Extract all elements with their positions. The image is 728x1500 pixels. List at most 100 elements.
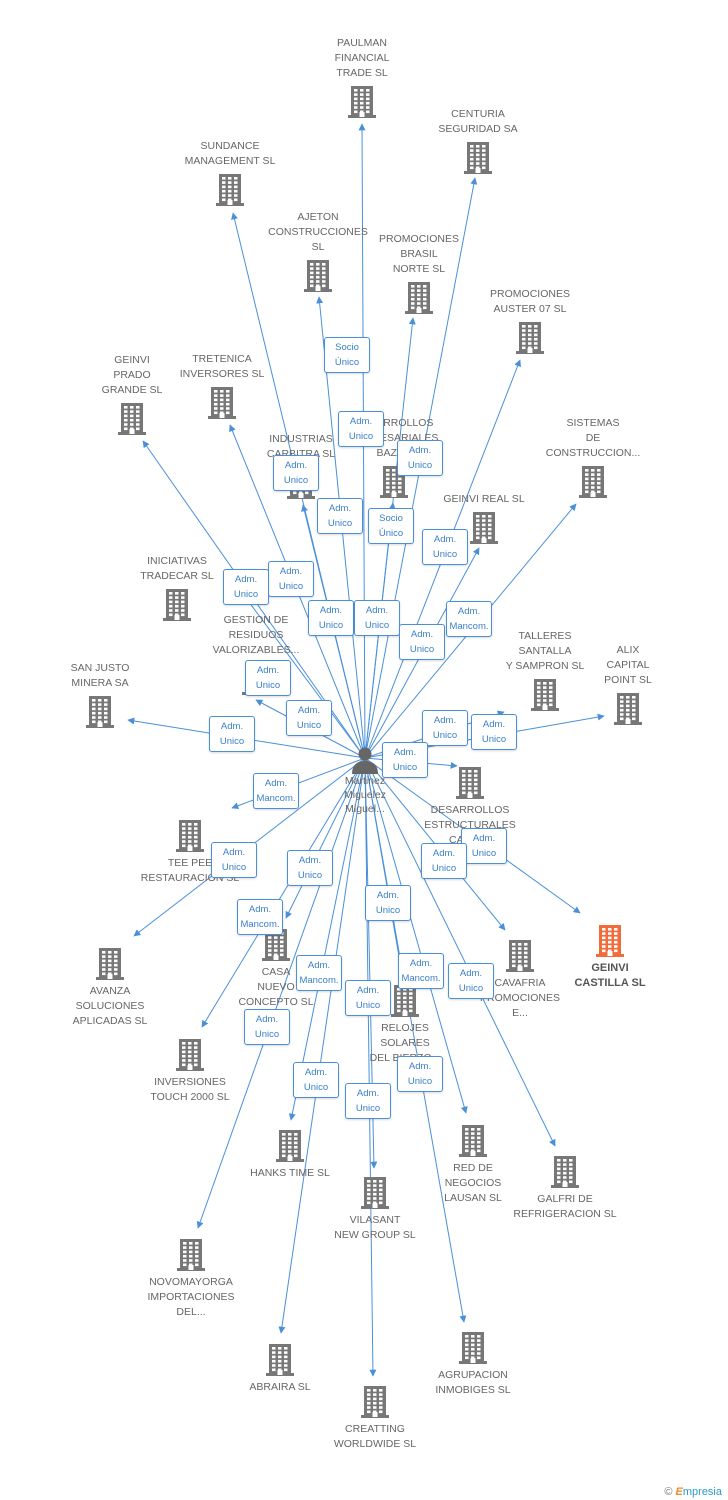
relation-label-line: Adm. bbox=[222, 847, 246, 858]
relation-badge[interactable]: Adm.Unico bbox=[397, 1056, 443, 1092]
company-node-hanks[interactable]: HANKS TIME SL bbox=[230, 1129, 350, 1179]
person-node[interactable]: Martinez Miguelez Miguel... bbox=[305, 744, 425, 816]
relation-label-line: Adm. bbox=[328, 503, 352, 514]
company-label-line: INMOBIGES SL bbox=[435, 1384, 511, 1396]
relation-badge[interactable]: Adm.Mancom. bbox=[446, 601, 492, 637]
relation-badge[interactable]: Adm.Mancom. bbox=[237, 899, 283, 935]
relation-badge[interactable]: Adm.Unico bbox=[293, 1062, 339, 1098]
relation-label-line: Adm. bbox=[432, 848, 456, 859]
relation-badge[interactable]: Adm.Unico bbox=[211, 842, 257, 878]
relation-label-line: Adm. bbox=[307, 960, 331, 971]
company-label-line: RED DE bbox=[453, 1162, 493, 1174]
relation-badge[interactable]: Adm.Unico bbox=[354, 600, 400, 636]
relation-label-line: Unico bbox=[458, 983, 484, 994]
relation-badge[interactable]: Adm.Mancom. bbox=[296, 955, 342, 991]
relation-badge[interactable]: Adm.Unico bbox=[448, 963, 494, 999]
company-node-geinvi-real[interactable]: GEINVI REAL SL bbox=[424, 493, 544, 545]
company-label-line: DEL... bbox=[176, 1306, 206, 1318]
company-label-line: CONCEPTO SL bbox=[238, 996, 314, 1008]
relation-badge[interactable]: Adm.Unico bbox=[287, 850, 333, 886]
relation-label-line: Unico bbox=[348, 431, 374, 442]
relation-label-line: Adm. bbox=[356, 985, 380, 996]
relation-badge[interactable]: Adm.Unico bbox=[268, 561, 314, 597]
relation-label-line: Adm. bbox=[248, 904, 272, 915]
relation-badge[interactable]: Adm.Unico bbox=[365, 885, 411, 921]
relation-badge[interactable]: Adm.Unico bbox=[345, 980, 391, 1016]
relation-badge[interactable]: Adm.Unico bbox=[397, 440, 443, 476]
relation-badge[interactable]: Adm.Mancom. bbox=[253, 773, 299, 809]
relation-badge[interactable]: Adm.Unico bbox=[209, 716, 255, 752]
edge-novomayorga bbox=[196, 757, 366, 1229]
relation-badge[interactable]: Adm.Unico bbox=[245, 660, 291, 696]
relation-badge[interactable]: Adm.Unico bbox=[317, 498, 363, 534]
relation-badge[interactable]: Adm.Unico bbox=[471, 714, 517, 750]
relation-badge[interactable]: Adm.Unico bbox=[345, 1083, 391, 1119]
relation-badge[interactable]: Adm.Unico bbox=[244, 1009, 290, 1045]
company-label-line: BRASIL bbox=[400, 248, 438, 260]
relation-label-line: Unico bbox=[296, 720, 322, 731]
relation-label-line: Adm. bbox=[408, 1061, 432, 1072]
company-node-desarrollos-estructurales[interactable]: DESARROLLOSESTRUCTURALESCALLE... bbox=[410, 766, 530, 846]
relation-badge[interactable]: Adm.Unico bbox=[338, 411, 384, 447]
relation-label-line: Adm. bbox=[255, 1014, 279, 1025]
copyright-icon: © bbox=[664, 1486, 673, 1498]
relation-badge[interactable]: Adm.Unico bbox=[308, 600, 354, 636]
relation-label-line: Unico bbox=[219, 736, 245, 747]
relation-badge[interactable]: Adm.Unico bbox=[382, 742, 428, 778]
relation-badge[interactable]: Adm.Unico bbox=[286, 700, 332, 736]
relation-badge[interactable]: Adm.Mancom. bbox=[398, 953, 444, 989]
company-label-line: SEGURIDAD SA bbox=[438, 123, 518, 135]
company-label-line: SANTALLA bbox=[518, 645, 572, 657]
relation-badge[interactable]: Adm.Unico bbox=[273, 455, 319, 491]
relation-label-line: Unico bbox=[392, 762, 418, 773]
relation-badge[interactable]: Adm.Unico bbox=[422, 710, 468, 746]
company-node-abraira[interactable]: ABRAIRA SL bbox=[220, 1343, 340, 1393]
relation-badge[interactable]: Adm.Unico bbox=[421, 843, 467, 879]
company-label-line: NOVOMAYORGA bbox=[149, 1276, 233, 1288]
relation-badge[interactable]: Adm.Unico bbox=[461, 828, 507, 864]
company-label-line: SISTEMAS bbox=[566, 417, 620, 429]
building-icon bbox=[176, 1039, 204, 1071]
company-label-line: ALIX bbox=[616, 644, 640, 656]
relation-label-line: Único bbox=[378, 528, 404, 539]
relation-badge[interactable]: Adm.Unico bbox=[422, 529, 468, 565]
relation-badge[interactable]: Adm.Unico bbox=[223, 569, 269, 605]
company-label-line: PROMOCIONES bbox=[490, 288, 570, 300]
relation-label-line: Adm. bbox=[298, 855, 322, 866]
relation-label-line: Adm. bbox=[482, 719, 506, 730]
relation-badge[interactable]: Adm.Unico bbox=[399, 624, 445, 660]
company-label-line: TOUCH 2000 SL bbox=[150, 1091, 230, 1103]
